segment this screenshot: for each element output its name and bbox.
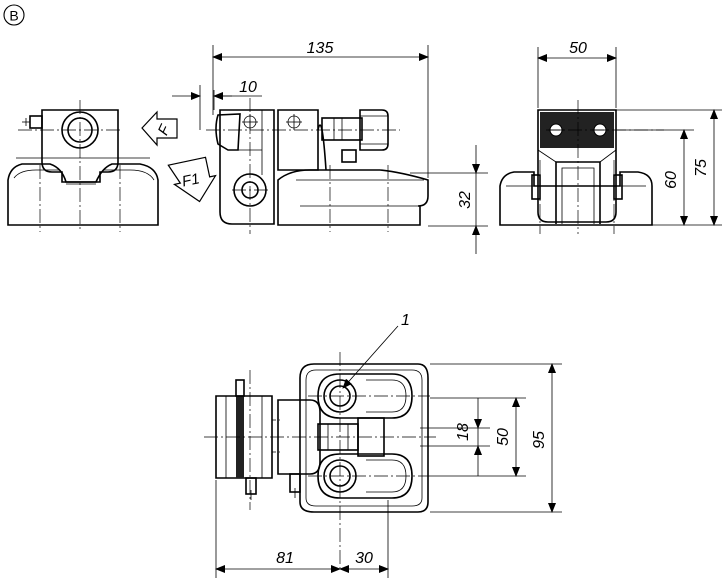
dimension-50-top: 50 [537, 40, 617, 108]
dimension-81: 81 [215, 480, 341, 578]
dimension-75: 75 [616, 109, 722, 226]
top-view [204, 352, 436, 572]
dim-label-32: 32 [457, 191, 474, 209]
side-view-left [7, 100, 159, 232]
dim-label-60: 60 [663, 171, 680, 189]
dim-label-135: 135 [307, 40, 334, 57]
dimension-95: 95 [430, 363, 562, 513]
force-arrow-f1: F1 [167, 156, 217, 203]
dim-label-75: 75 [693, 159, 710, 177]
dimension-32: 32 [410, 145, 488, 254]
dimension-30: 30 [339, 500, 389, 578]
dim-label-30: 30 [355, 550, 373, 567]
dimension-60: 60 [616, 129, 722, 226]
dim-label-81: 81 [276, 550, 294, 567]
force-label-f: F [155, 122, 175, 138]
dimension-18: 18 [420, 398, 490, 476]
dim-label-50-top: 50 [569, 40, 587, 57]
force-label-f1: F1 [180, 170, 201, 190]
view-label-badge: B [3, 4, 25, 26]
dim-label-95: 95 [531, 431, 548, 449]
part-number-leader: 1 [342, 312, 410, 389]
view-label: B [9, 8, 18, 24]
dimension-135: 135 [212, 40, 429, 178]
dim-label-10: 10 [239, 79, 257, 96]
dim-label-18: 18 [455, 423, 472, 441]
dimension-10: 10 [172, 79, 262, 130]
dim-label-50-lower: 50 [495, 428, 512, 446]
force-arrow-f: F [141, 110, 178, 147]
part-number-label: 1 [401, 312, 410, 329]
dimension-50-lower: 50 [430, 397, 526, 477]
front-view [206, 98, 429, 234]
side-view-right [499, 100, 664, 234]
